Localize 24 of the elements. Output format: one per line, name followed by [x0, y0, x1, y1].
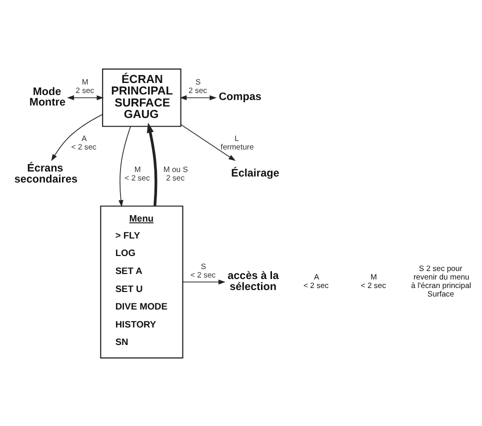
node-text: Écrans secondaires [14, 162, 78, 185]
node-text: Mode Montre [29, 85, 66, 108]
node-box: ÉCRAN PRINCIPAL SURFACE GAUG [102, 68, 182, 126]
node-text: accès à la sélection [228, 270, 279, 292]
edge-label: M 2 sec [76, 77, 94, 95]
arrow [180, 94, 217, 100]
node-box: Menu > FLY LOG SET A SET U DIVE MODE HISTORY SN [100, 205, 184, 358]
arrow [118, 126, 131, 207]
arrow [146, 122, 158, 206]
node-text: Compas [218, 90, 262, 102]
edge-label: S 2 sec [188, 77, 208, 95]
arrow [51, 114, 103, 161]
arrow [180, 124, 236, 160]
edge-label: M ou S 2 sec [163, 164, 188, 182]
edge-label: S < 2 sec [190, 261, 216, 279]
arrow [67, 94, 104, 100]
label: S 2 sec pour revenir du menu à l'écran principal Surface [411, 264, 472, 298]
edge-label: A < 2 sec [71, 134, 96, 152]
arrow [182, 279, 226, 284]
edge-label: M < 2 sec [124, 164, 150, 182]
edge-label: L fermeture [220, 134, 254, 152]
node-text: Éclairage [231, 166, 280, 179]
label: A < 2 sec [304, 272, 329, 290]
label: M < 2 sec [360, 272, 386, 290]
